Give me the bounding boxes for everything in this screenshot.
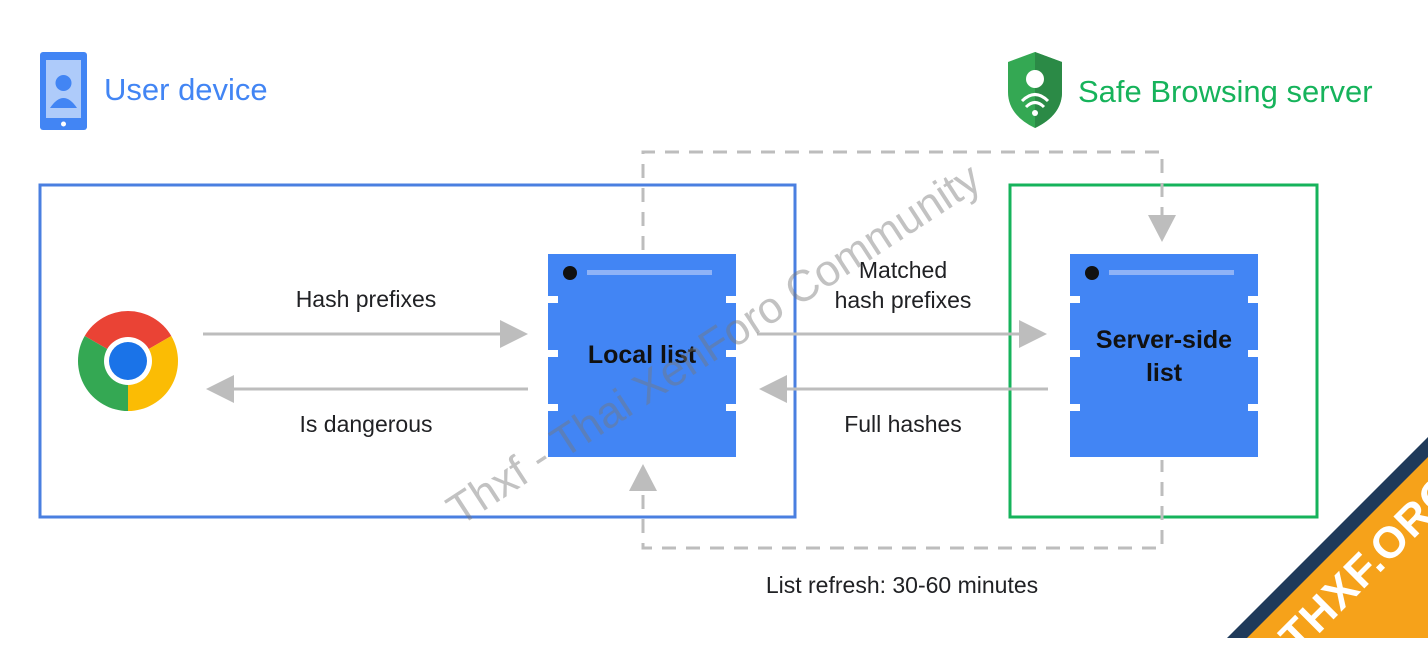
local-list-title: Local list — [587, 341, 697, 369]
shield-icon — [1008, 52, 1062, 128]
full-hashes-label: Full hashes — [844, 411, 962, 437]
server-list-title-line2: list — [1145, 359, 1183, 387]
refresh-label: List refresh: 30-60 minutes — [765, 572, 1039, 598]
local-list-doc — [548, 254, 736, 457]
matched-arrowhead — [1019, 320, 1047, 348]
server-label: Safe Browsing server — [1078, 74, 1373, 109]
user-device-box — [38, 183, 797, 519]
hash-prefixes-arrowhead — [500, 320, 528, 348]
refresh-arrowhead-down — [1148, 215, 1176, 242]
user-device-label: User device — [104, 72, 268, 107]
full-hashes-arrowhead — [759, 375, 787, 403]
refresh-loop-bottom-line — [641, 460, 1164, 550]
hash-prefixes-label: Hash prefixes — [295, 286, 437, 312]
refresh-arrowhead-up — [629, 464, 657, 491]
diagram-canvas — [38, 52, 1428, 638]
is-dangerous-arrowhead — [206, 375, 234, 403]
matched-line1-label: Matched — [858, 257, 948, 283]
server-list-doc — [1070, 254, 1258, 457]
chrome-icon — [78, 311, 178, 411]
thxf-badge — [1227, 437, 1428, 638]
refresh-loop-line — [641, 150, 1164, 250]
matched-line2-label: hash prefixes — [834, 287, 972, 313]
server-list-title-line1: Server-side — [1095, 326, 1233, 354]
is-dangerous-label: Is dangerous — [299, 411, 433, 437]
phone-icon — [40, 52, 87, 130]
